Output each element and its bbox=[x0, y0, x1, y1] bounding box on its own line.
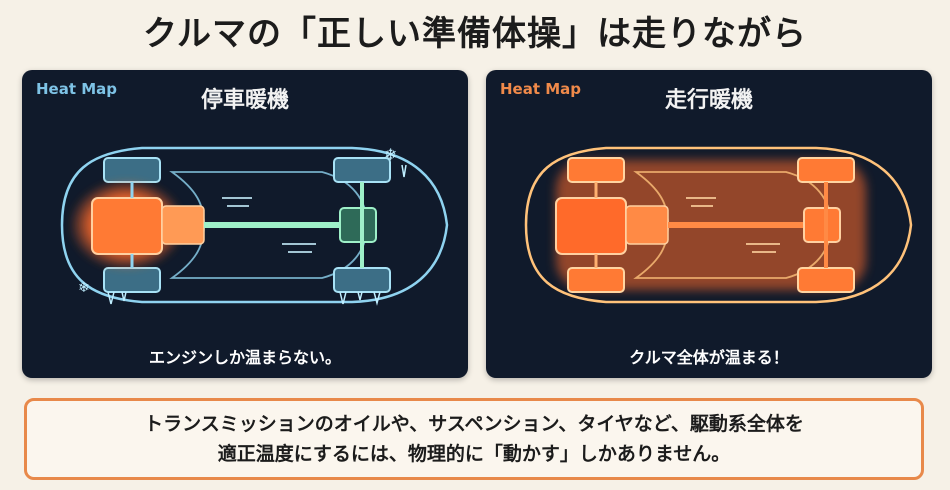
airflow-lines bbox=[686, 197, 780, 253]
snowflake-icon: ❄ bbox=[384, 145, 397, 164]
engine-block bbox=[555, 197, 627, 255]
driving-warmup-panel: Heat Map 走行暖機 クルマ全体が温まる！ bbox=[486, 70, 932, 378]
transmission bbox=[625, 205, 669, 245]
rear-left-wheel bbox=[333, 157, 391, 183]
icicles bbox=[107, 164, 407, 306]
idle-warmup-caption: エンジンしか温まらない。 bbox=[148, 348, 341, 367]
front-right-wheel bbox=[567, 267, 625, 293]
rear-left-wheel bbox=[797, 157, 855, 183]
driving-warmup-title: 走行暖機 bbox=[664, 88, 753, 113]
heat-map-label: Heat Map bbox=[500, 80, 582, 98]
warm-car-illustration bbox=[524, 146, 913, 304]
heat-map-label: Heat Map bbox=[36, 80, 118, 98]
front-left-wheel bbox=[103, 157, 161, 183]
front-right-wheel bbox=[103, 267, 161, 293]
front-left-wheel bbox=[567, 157, 625, 183]
page-title: クルマの「正しい準備体操」は走りながら bbox=[143, 14, 807, 54]
explanation-line-1: トランスミッションのオイルや、サスペンション、タイヤなど、駆動系全体を bbox=[144, 413, 804, 435]
idle-warmup-title: 停車暖機 bbox=[200, 88, 289, 113]
engine-block bbox=[91, 197, 163, 255]
transmission bbox=[161, 205, 205, 245]
car-body-outline bbox=[524, 146, 913, 304]
idle-warmup-panel: Heat Map 停車暖機 bbox=[22, 70, 468, 378]
rear-right-wheel bbox=[797, 267, 855, 293]
explanation-box: トランスミッションのオイルや、サスペンション、タイヤなど、駆動系全体を 適正温度… bbox=[24, 398, 924, 480]
airflow-lines bbox=[222, 197, 316, 253]
cold-car-illustration: ❄ ❄ bbox=[60, 145, 449, 306]
driving-warmup-caption: クルマ全体が温まる！ bbox=[629, 348, 789, 367]
rear-differential bbox=[339, 207, 377, 243]
rear-right-wheel bbox=[333, 267, 391, 293]
explanation-line-2: 適正温度にするには、物理的に「動かす」しかありません。 bbox=[217, 443, 731, 465]
snowflake-icon: ❄ bbox=[78, 280, 90, 296]
rear-differential bbox=[803, 207, 841, 243]
